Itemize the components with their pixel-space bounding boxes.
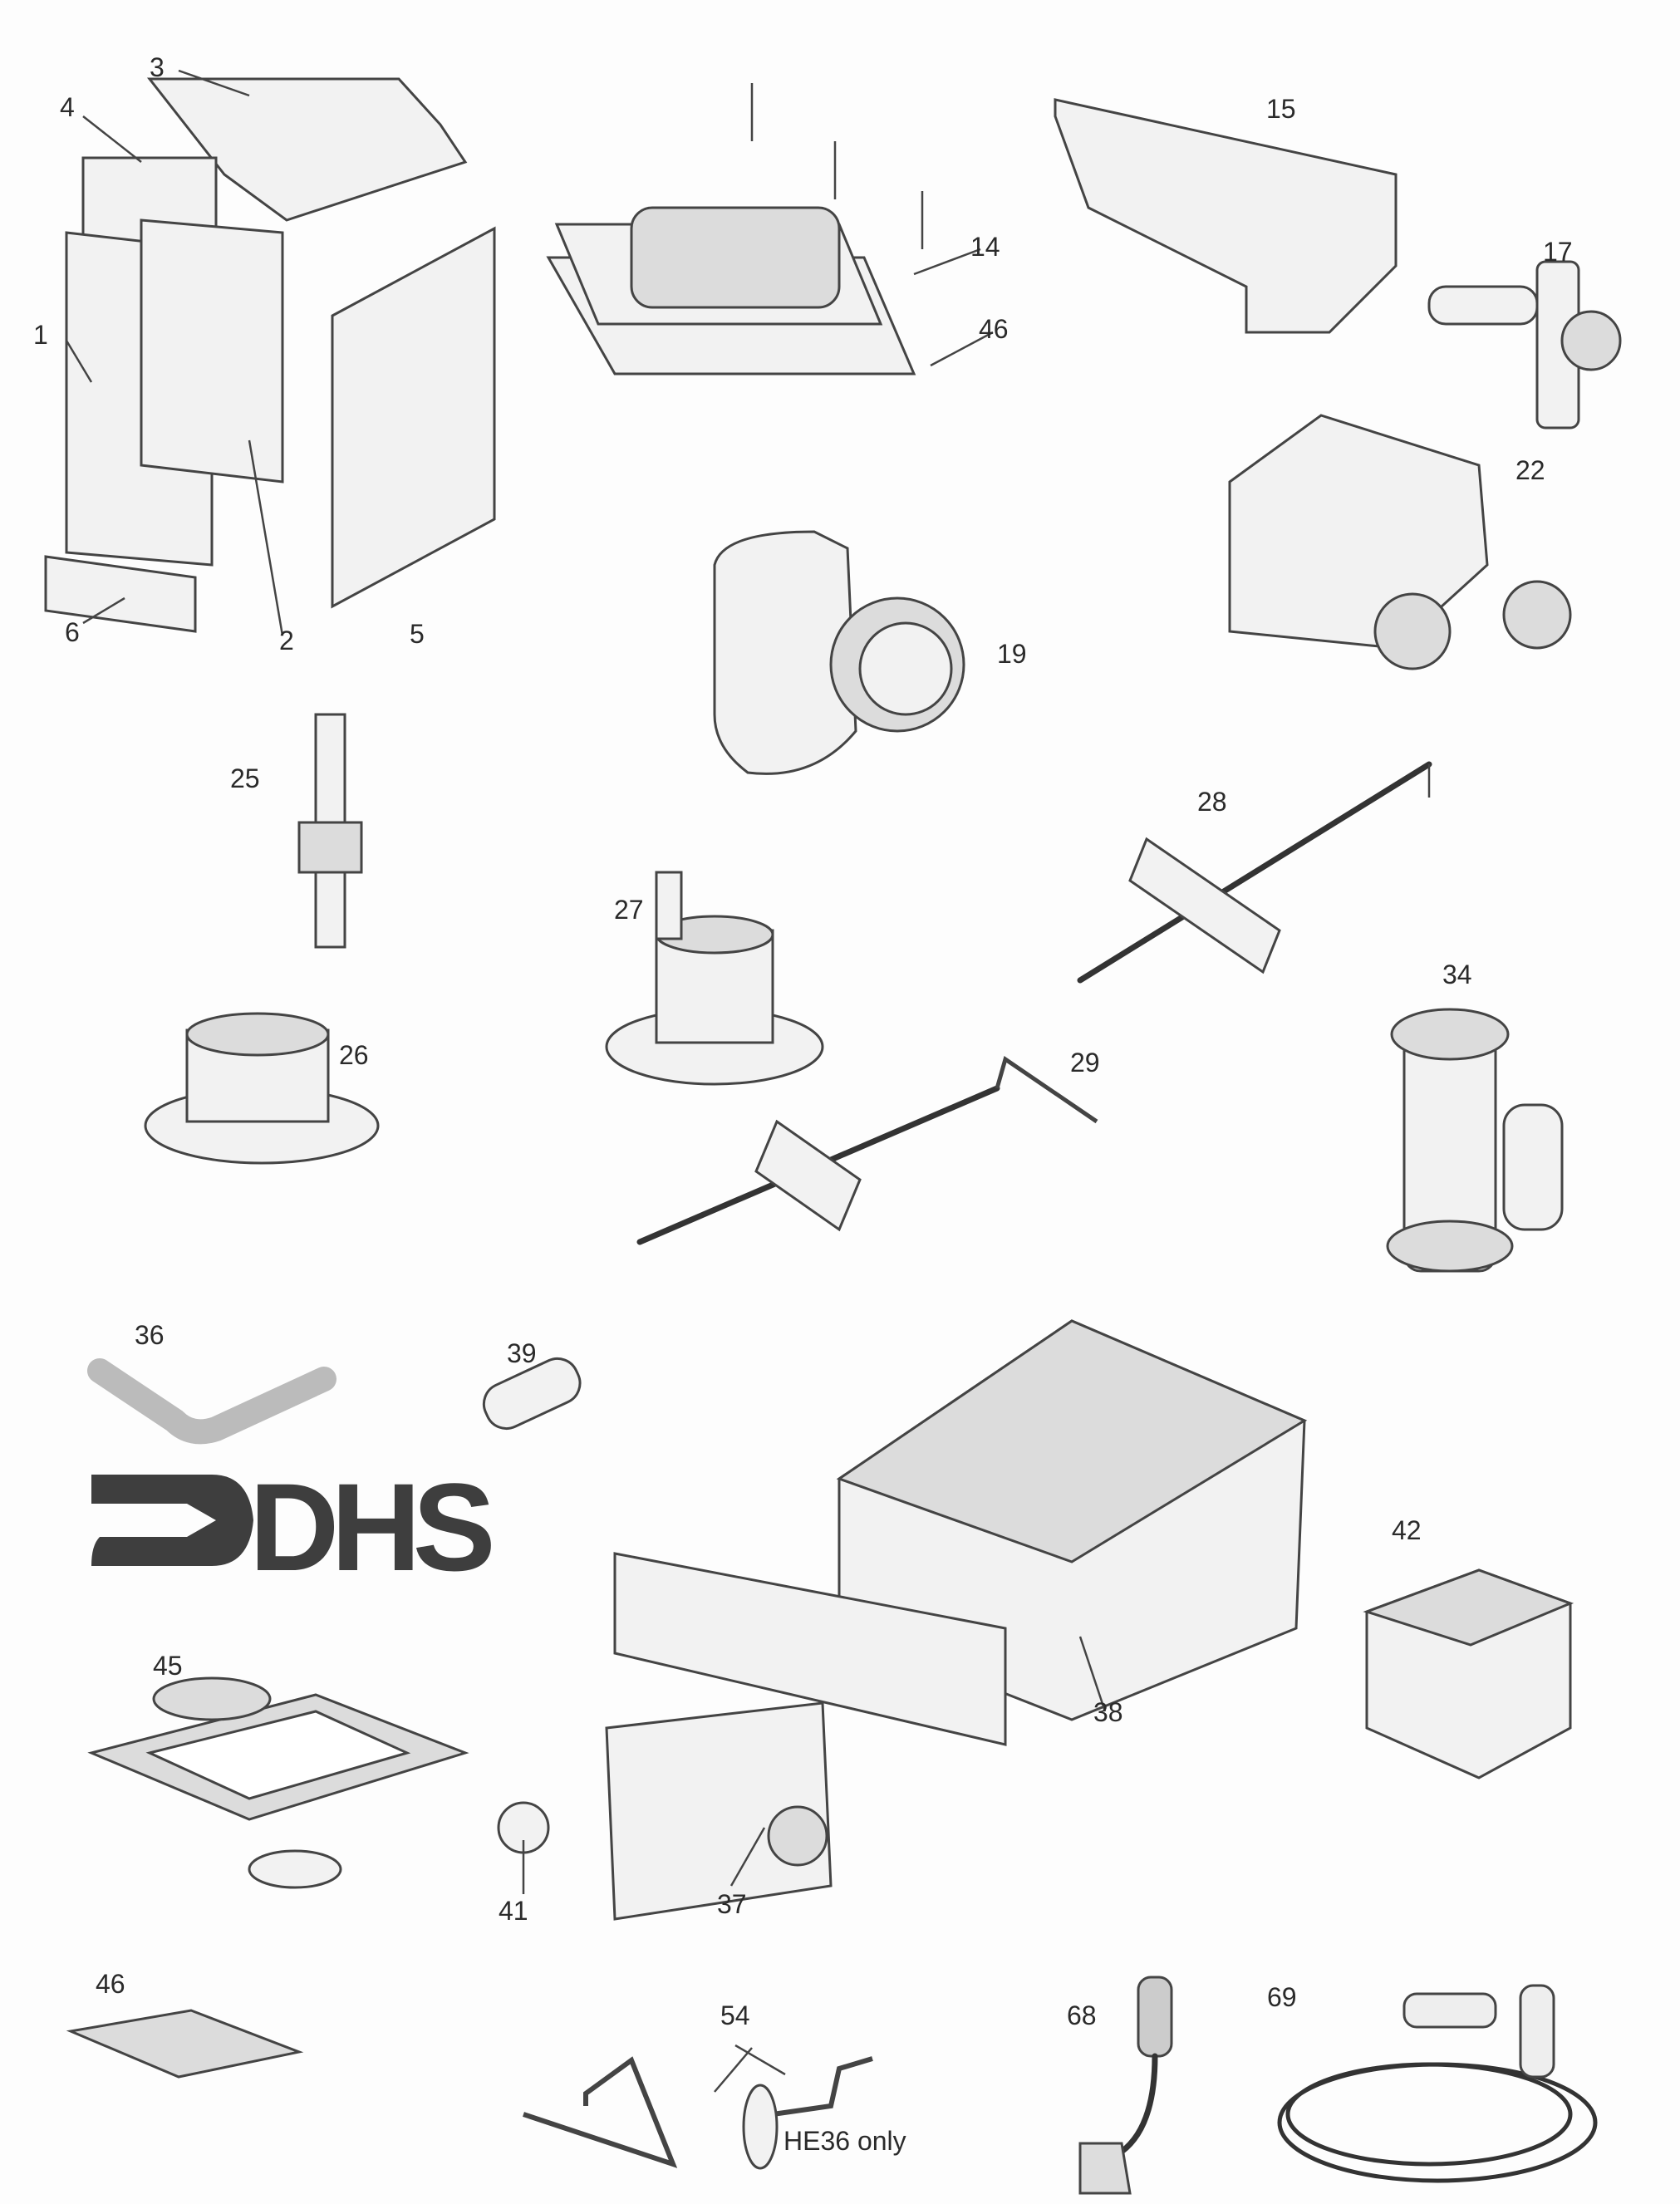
heat-exchanger-assembly [546, 83, 924, 376]
label-69: 69 [1267, 1982, 1297, 2012]
label-6: 6 [65, 617, 80, 647]
label-34: 34 [1442, 960, 1472, 989]
ignition-lead-68 [1078, 1976, 1173, 2195]
dhs-logo: DHS [91, 1457, 500, 1597]
bracket-15 [1054, 98, 1398, 334]
label-5: 5 [410, 619, 425, 649]
label-26: 26 [339, 1040, 369, 1070]
label-25: 25 [230, 763, 260, 793]
label-68: 68 [1067, 2000, 1097, 2030]
label-28: 28 [1197, 787, 1227, 817]
gasket-kit-45 [87, 1676, 469, 1889]
label-17: 17 [1543, 237, 1573, 267]
label-46-bottom: 46 [96, 1969, 125, 1999]
panel-3-top [146, 77, 468, 222]
panel-2-inner [140, 218, 284, 484]
heat-exchanger-14 [630, 206, 841, 309]
ignition-lead-69 [1277, 1984, 1598, 2183]
leader-lines [65, 69, 1107, 1894]
label-15: 15 [1266, 94, 1296, 124]
label-14: 14 [970, 232, 1000, 262]
label-22: 22 [1515, 455, 1545, 485]
label-27: 27 [614, 895, 644, 925]
logo-text: DHS [249, 1457, 492, 1597]
condensate-trap-34 [1386, 1008, 1564, 1273]
cabinet-panels [44, 77, 496, 633]
fitting-17 [1427, 260, 1622, 430]
igniter-28 [1077, 761, 1432, 984]
sensor-25 [297, 713, 363, 949]
he36-only-note: HE36 only [784, 2126, 906, 2156]
label-41: 41 [499, 1896, 528, 1926]
label-38: 38 [1093, 1697, 1123, 1727]
label-2: 2 [279, 626, 294, 655]
label-46-top: 46 [979, 314, 1009, 344]
label-37: 37 [717, 1889, 747, 1919]
rods-54 [523, 2044, 873, 2170]
panel-6-kick [44, 555, 197, 633]
ignition-transformer-42 [1363, 1568, 1574, 1779]
limit-switch-27 [605, 871, 824, 1086]
label-36: 36 [135, 1320, 165, 1350]
hose-36 [87, 1358, 336, 1445]
label-29: 29 [1070, 1048, 1100, 1077]
label-42: 42 [1392, 1515, 1422, 1545]
limit-switch-26 [144, 1012, 380, 1165]
label-4: 4 [60, 92, 75, 122]
fuse-39 [482, 1357, 582, 1431]
label-3: 3 [150, 52, 165, 82]
part-number-labels: 3 4 1 6 2 5 14 46 15 17 22 19 25 28 27 3… [33, 52, 1573, 2156]
flame-sensor-29 [636, 1055, 1098, 1245]
label-54: 54 [720, 2000, 750, 2030]
control-cover-37 [605, 1552, 1007, 1921]
label-45: 45 [153, 1651, 183, 1681]
gas-valve-22 [1228, 414, 1572, 670]
label-19: 19 [997, 639, 1027, 669]
panel-5-side [331, 226, 496, 609]
blower-19 [713, 530, 965, 775]
label-1: 1 [33, 320, 48, 350]
gasket-46-bottom [66, 2009, 304, 2079]
label-39: 39 [507, 1338, 537, 1368]
